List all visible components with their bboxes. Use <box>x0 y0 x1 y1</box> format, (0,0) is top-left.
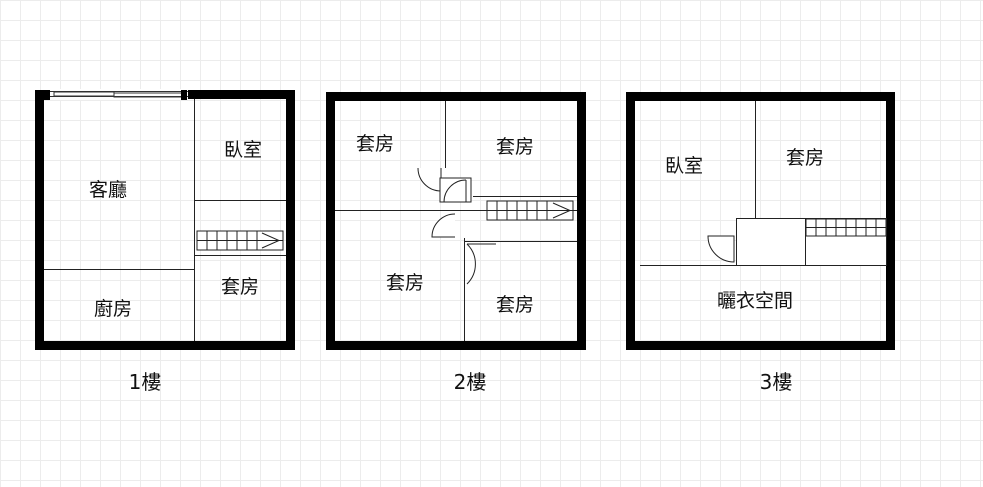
floor-1-label: 1樓 <box>129 370 162 394</box>
floor-3-label: 3樓 <box>760 370 793 394</box>
floor-3-room-label: 臥室 <box>665 155 703 177</box>
floor-2-door <box>417 167 442 192</box>
floor-1-plan: 客廳 臥室 套房 廚房 1樓 <box>35 89 295 394</box>
floor-3-door <box>707 235 735 263</box>
floor-1-room-label: 套房 <box>221 276 259 298</box>
floor-2-room-label: 套房 <box>356 133 394 155</box>
floor-2-plan: 套房 套房 套房 套房 2樓 <box>326 92 586 394</box>
floor-1-room-label: 客廳 <box>89 179 127 201</box>
floor-1-staircase <box>196 230 284 251</box>
floor-2-outer-wall <box>326 92 586 350</box>
floor-3-staircase <box>805 218 887 237</box>
floor-1-room-label: 廚房 <box>94 297 132 320</box>
floor-2-label: 2樓 <box>454 370 487 394</box>
floor-2-room-label: 套房 <box>386 272 424 294</box>
floor-2-room-label: 套房 <box>496 136 534 158</box>
floor-1-room-label: 臥室 <box>224 139 262 161</box>
floor-2-room-label: 套房 <box>496 294 534 316</box>
floor-2-door <box>439 177 472 203</box>
floor-3-plan: 臥室 套房 曬衣空間 3樓 <box>626 92 895 394</box>
floor-1-window <box>48 89 188 100</box>
floor-3-outer-wall <box>626 92 895 350</box>
floor-2-door <box>466 243 496 285</box>
floor-1-outer-wall <box>35 90 295 350</box>
floor-3-room-label: 套房 <box>786 147 824 169</box>
floor-2-door <box>431 213 456 238</box>
floor-2-staircase <box>486 200 574 221</box>
floor-3-room-label: 曬衣空間 <box>717 290 793 312</box>
